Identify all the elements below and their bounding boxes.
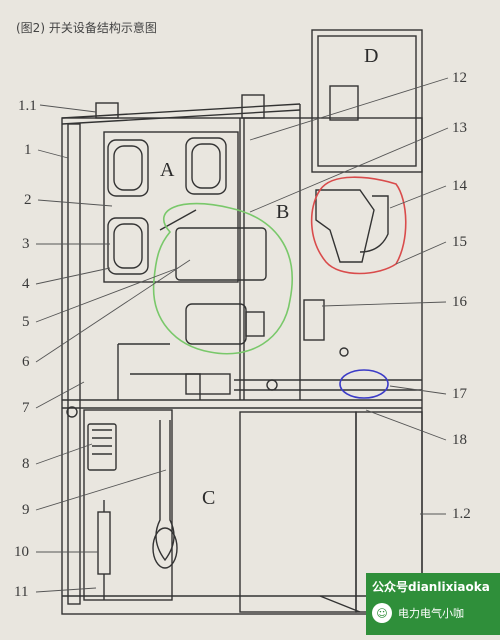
callout-8: 8: [22, 456, 30, 472]
callout-3: 3: [22, 236, 30, 252]
compartment-c-right: [239, 411, 357, 613]
compartment-d: [311, 29, 423, 173]
callout-numbers: 1.1 1 2 3 4 5 6 7 8 9 10 11 12 13 14 15 …: [14, 70, 471, 600]
callout-leaders: [35, 77, 449, 593]
side-panel-left: [67, 123, 81, 605]
callout-4: 4: [22, 276, 30, 292]
callout-18: 18: [452, 432, 467, 448]
circuit-breaker-bottom: [185, 303, 247, 345]
switchgear-cabinet: [61, 29, 423, 615]
wechat-icon: ☺: [372, 603, 392, 623]
callout-12: 12: [452, 70, 467, 86]
zone-label-b: B: [276, 201, 289, 223]
callout-16: 16: [452, 294, 468, 310]
callout-14: 14: [452, 178, 468, 194]
callout-10: 10: [14, 544, 29, 560]
callout-15: 15: [452, 234, 467, 250]
callout-1: 1: [24, 142, 32, 158]
callout-1-2: 1.2: [452, 506, 471, 522]
diagram-title: (图2) 开关设备结构示意图: [16, 20, 157, 35]
zone-labels: A B C D: [160, 45, 378, 509]
zone-label-a: A: [160, 159, 175, 181]
callout-9: 9: [22, 502, 30, 518]
watermark-name: 电力电气小咖: [398, 607, 464, 620]
callout-17: 17: [452, 386, 468, 402]
callout-1-1: 1.1: [18, 98, 37, 114]
callout-5: 5: [22, 314, 30, 330]
zone-label-d: D: [364, 45, 378, 67]
circuit-breaker-top: [175, 227, 267, 281]
zone-label-c: C: [202, 487, 215, 509]
highlight-blue-shaft: [339, 369, 389, 399]
lifting-lug-left: [95, 102, 119, 119]
callout-6: 6: [22, 354, 30, 370]
watermark-account: 公众号dianlixiaoka: [372, 580, 490, 594]
highlight-green-circuit-breaker: [152, 202, 293, 355]
cabinet-outline: [61, 117, 423, 615]
watermark-badge: 公众号dianlixiaoka ☺ 电力电气小咖: [366, 573, 500, 635]
callout-13: 13: [452, 120, 467, 136]
highlight-red-mechanism: [310, 176, 407, 275]
callout-2: 2: [24, 192, 32, 208]
callout-11: 11: [14, 584, 28, 600]
callout-7: 7: [22, 400, 30, 416]
compartment-a: [103, 131, 239, 283]
